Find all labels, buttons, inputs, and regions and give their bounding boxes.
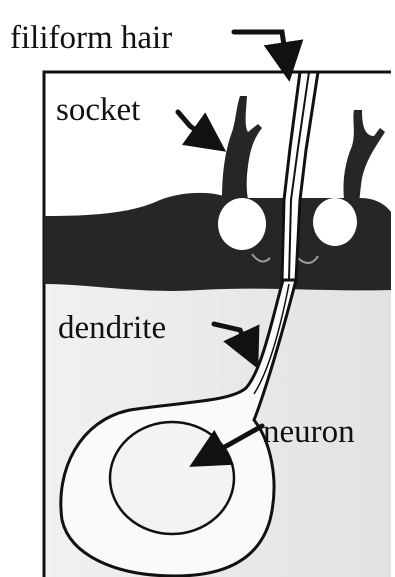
nucleus: [110, 422, 234, 534]
label-socket: socket: [56, 92, 140, 128]
label-neuron: neuron: [263, 414, 355, 450]
label-filiform-hair: filiform hair: [10, 20, 172, 56]
socket-cavity-left: [218, 198, 266, 250]
socket-cavity-right: [313, 198, 357, 246]
arrow-filiform-hair: [234, 32, 288, 72]
label-dendrite: dendrite: [58, 310, 166, 346]
